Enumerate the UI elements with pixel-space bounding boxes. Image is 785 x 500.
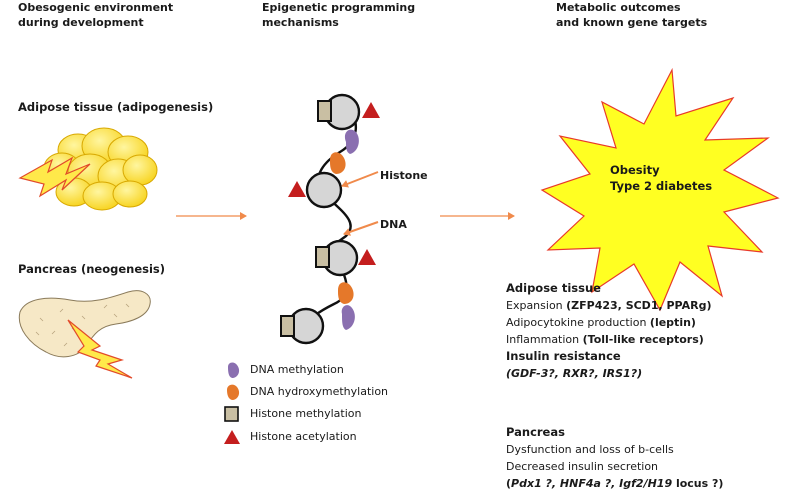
pancreas-genes-line: (Pdx1 ?, HNF4a ?, Igf2/H19 locus ?) — [506, 475, 723, 492]
lightning-bolt-icon — [18, 156, 91, 198]
pancreas-genes-tail: locus ?) — [672, 477, 724, 490]
expansion-genes: (ZFP423, SCD1, PPARg) — [566, 299, 712, 312]
purple-leaf-icon — [341, 305, 355, 330]
square-icon — [224, 406, 239, 422]
triangle-icon — [224, 430, 240, 444]
pancreas-outcomes: Pancreas Dysfunction and loss of b-cells… — [506, 424, 723, 492]
square-icon — [280, 315, 295, 337]
triangle-icon — [288, 181, 306, 197]
square-icon — [315, 246, 330, 268]
header-line: mechanisms — [262, 16, 339, 29]
pancreas-line-2: Decreased insulin secretion — [506, 460, 659, 473]
orange-leaf-icon — [330, 152, 346, 174]
header-epigenetic-mechanisms: Epigenetic programming mechanisms — [262, 0, 415, 30]
triangle-icon — [358, 249, 376, 265]
adipocytokine-genes: (leptin) — [649, 316, 696, 329]
nucleosome — [288, 171, 343, 209]
star-line: Type 2 diabetes — [610, 179, 713, 193]
orange-leaf-icon — [227, 384, 240, 400]
adipose-tissue-illustration — [43, 127, 158, 211]
dna-label: DNA — [380, 218, 407, 231]
legend-label: DNA hydroxymethylation — [250, 385, 389, 398]
insulin-resistance-genes: (GDF-3?, RXR?, IRS1?) — [506, 367, 643, 380]
adipocytokine-text: Adipocytokine production — [506, 316, 650, 329]
nucleosome — [317, 93, 380, 131]
inflammation-text: Inflammation — [506, 333, 583, 346]
nucleosome — [280, 307, 325, 345]
legend-label: Histone methylation — [250, 407, 362, 420]
paren-open: ( — [506, 477, 512, 490]
header-obesogenic-environment: Obesogenic environment during developmen… — [18, 0, 173, 30]
histone-label: Histone — [380, 169, 428, 182]
purple-leaf-icon — [344, 129, 359, 154]
star-line: Obesity — [610, 163, 660, 177]
nucleosome — [315, 239, 376, 277]
header-line: Epigenetic programming — [262, 1, 416, 14]
orange-leaf-icon — [338, 282, 354, 304]
starburst-shape — [540, 67, 780, 312]
header-metabolic-outcomes: Metabolic outcomes and known gene target… — [556, 0, 707, 30]
pancreas-genes: Pdx1 ?, HNF4a ?, Igf2/H19 — [511, 477, 673, 490]
legend-label: Histone acetylation — [250, 430, 357, 443]
adipose-tissue-title: Adipose tissue (adipogenesis) — [18, 100, 214, 114]
inflammation-line: Inflammation (Toll-like receptors) — [506, 331, 711, 348]
insulin-resistance-title: Insulin resistance — [506, 349, 621, 363]
header-line: and known gene targets — [556, 16, 708, 29]
histone-pointer-arrow — [341, 171, 379, 188]
dna-pointer-arrow — [343, 221, 379, 236]
purple-leaf-icon — [228, 362, 240, 378]
legend-label: DNA methylation — [250, 363, 344, 376]
adipose-outcomes-title: Adipose tissue — [506, 281, 601, 295]
header-line: Metabolic outcomes — [556, 1, 681, 14]
header-line: Obesogenic environment — [18, 1, 174, 14]
outcome-star-text: Obesity Type 2 diabetes — [610, 162, 712, 194]
inflammation-genes: (Toll-like receptors) — [582, 333, 704, 346]
pancreas-outcomes-title: Pancreas — [506, 425, 565, 439]
expansion-line: Expansion (ZFP423, SCD1, PPARg) — [506, 297, 711, 314]
triangle-icon — [362, 102, 380, 118]
header-line: during development — [18, 16, 144, 29]
adipose-outcomes: Adipose tissue Expansion (ZFP423, SCD1, … — [506, 280, 711, 382]
adipocytokine-line: Adipocytokine production (leptin) — [506, 314, 711, 331]
expansion-text: Expansion — [506, 299, 567, 312]
pancreas-illustration — [18, 290, 151, 358]
square-icon — [317, 100, 332, 122]
pancreas-title: Pancreas (neogenesis) — [18, 262, 166, 276]
pancreas-line-1: Dysfunction and loss of b-cells — [506, 443, 674, 456]
lightning-bolt-icon — [67, 319, 133, 379]
